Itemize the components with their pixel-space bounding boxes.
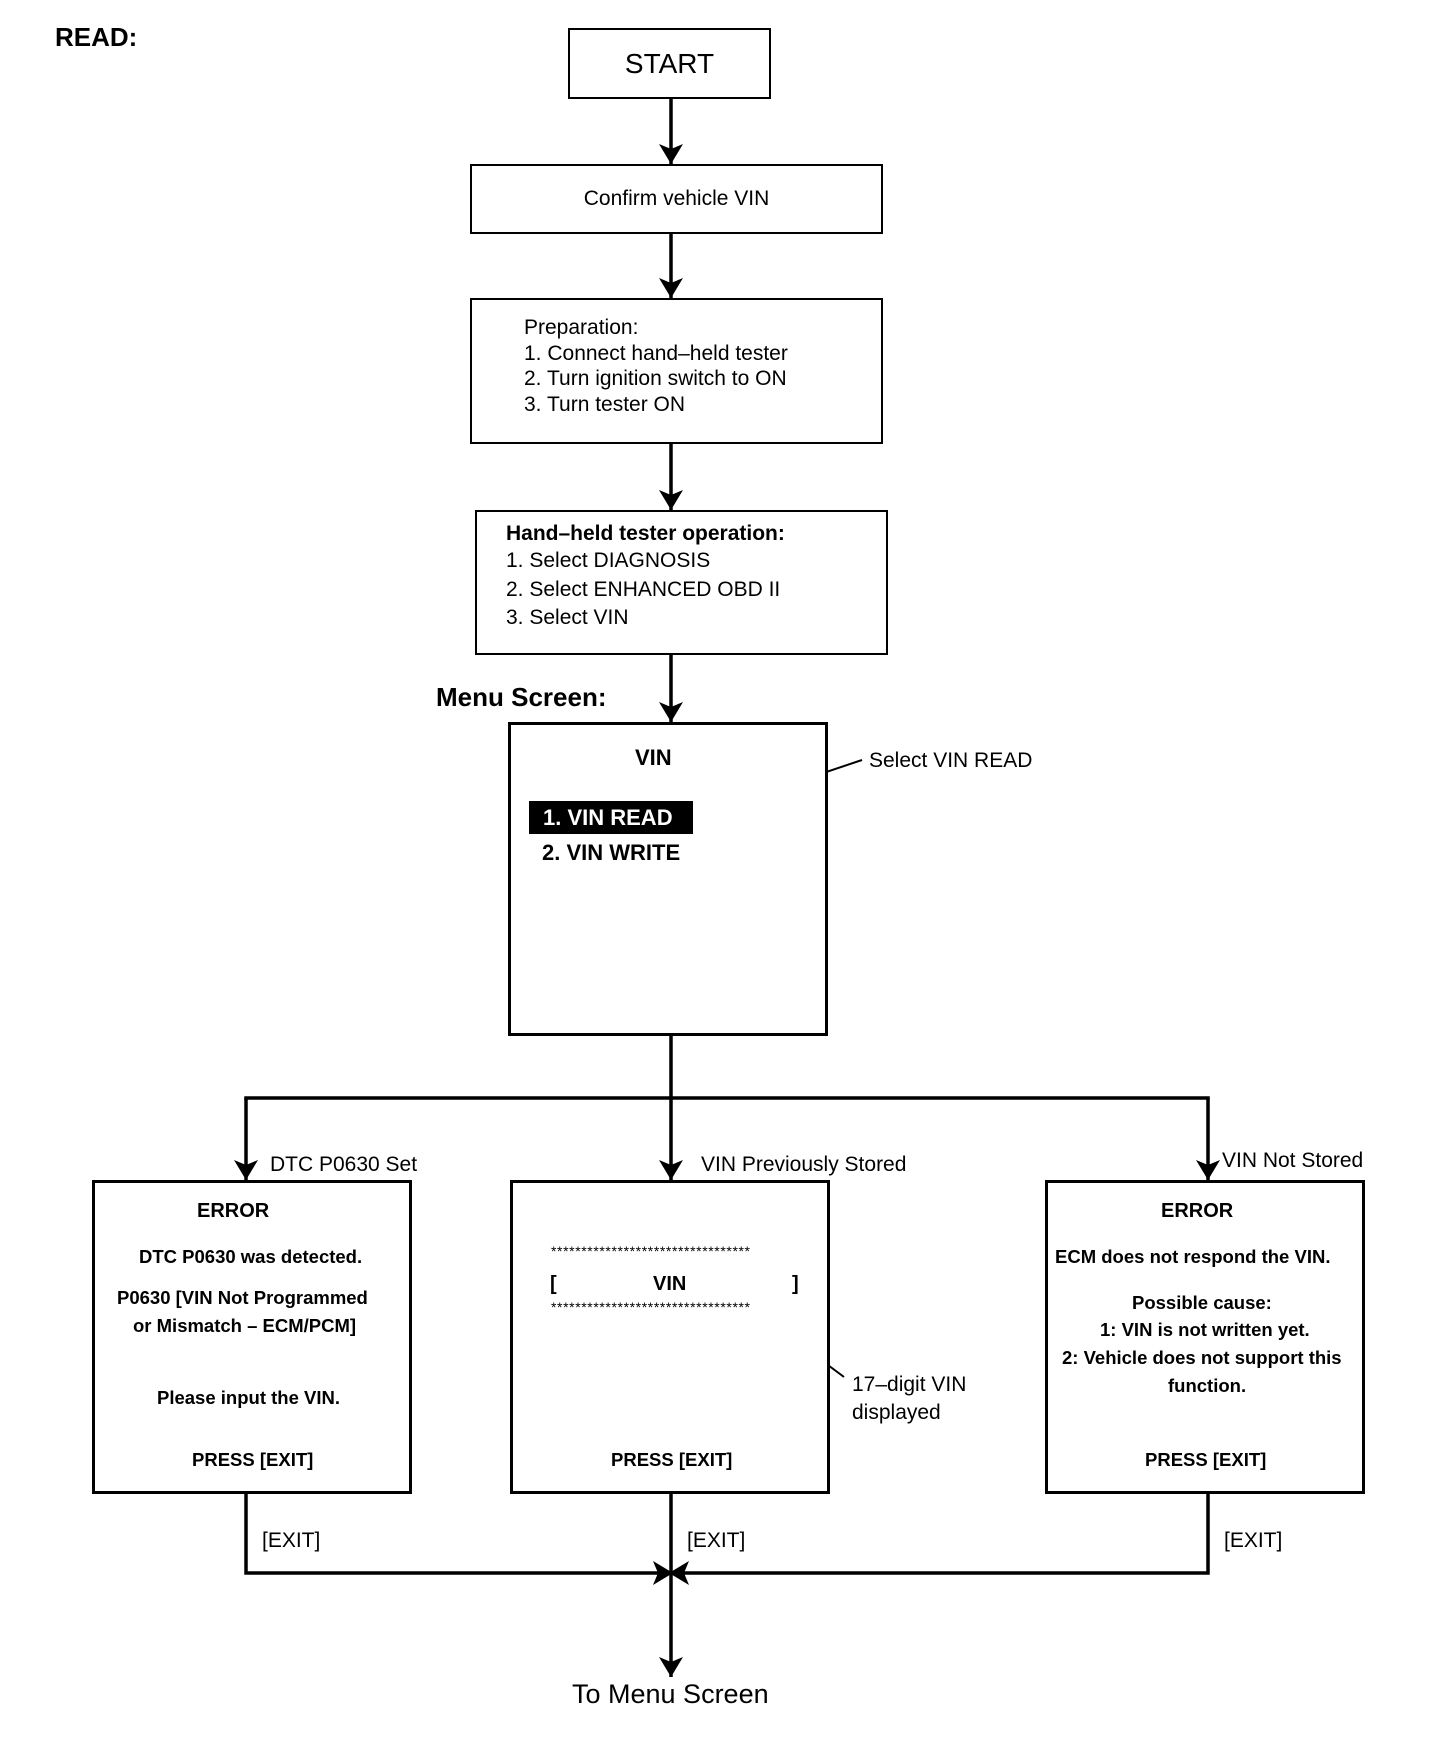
tester-operation-step: 3. Select VIN	[506, 606, 629, 629]
confirm-vin-text: Confirm vehicle VIN	[583, 187, 770, 210]
error-line: or Mismatch – ECM/PCM]	[133, 1315, 357, 1336]
menu-item-vin-write[interactable]: 2. VIN WRITE	[542, 840, 681, 865]
error-line: Please input the VIN.	[157, 1387, 340, 1408]
confirm-vin-box: Confirm vehicle VIN	[470, 164, 883, 234]
error-line: function.	[1168, 1375, 1247, 1396]
error-line: ECM does not respond the VIN.	[1055, 1246, 1331, 1267]
preparation-step: 1. Connect hand–held tester	[524, 342, 788, 365]
error-line: Possible cause:	[1132, 1292, 1272, 1313]
vin-bracket-close: ]	[792, 1273, 799, 1295]
start-text: START	[624, 48, 715, 79]
vin-placeholder: VIN	[653, 1273, 687, 1295]
tester-operation-title: Hand–held tester operation:	[506, 522, 785, 545]
preparation-title: Preparation:	[524, 316, 639, 339]
exit-label-middle: [EXIT]	[687, 1529, 746, 1552]
exit-label-right: [EXIT]	[1224, 1529, 1283, 1552]
vin-stars-top: *********************************	[551, 1243, 751, 1259]
read-label: READ:	[55, 22, 138, 52]
tester-operation-step: 1. Select DIAGNOSIS	[506, 549, 711, 572]
error-p0630-box: ERROR DTC P0630 was detected. P0630 [VIN…	[92, 1180, 412, 1494]
branch-horizontal	[244, 1096, 1210, 1100]
branch-label-vin-previously-stored: VIN Previously Stored	[701, 1153, 907, 1176]
error-title: ERROR	[1161, 1200, 1234, 1222]
press-exit-text: PRESS [EXIT]	[192, 1449, 314, 1470]
exit-label-left: [EXIT]	[262, 1529, 321, 1552]
error-line: 1: VIN is not written yet.	[1100, 1319, 1310, 1340]
error-line: 2: Vehicle does not support this	[1062, 1347, 1342, 1368]
vin-callout-line1: 17–digit VIN	[852, 1373, 967, 1396]
error-not-stored-box: ERROR ECM does not respond the VIN. Poss…	[1045, 1180, 1365, 1494]
vin-stars-bottom: *********************************	[551, 1299, 751, 1315]
exit-right-line	[669, 1494, 1210, 1585]
menu-item-vin-read[interactable]: 1. VIN READ	[529, 801, 693, 834]
preparation-step: 2. Turn ignition switch to ON	[524, 367, 787, 390]
vin-bracket-open: [	[550, 1273, 557, 1295]
select-vin-read-callout: Select VIN READ	[869, 749, 1033, 772]
error-title: ERROR	[197, 1200, 270, 1222]
menu-screen-title: VIN	[635, 745, 672, 770]
press-exit-text: PRESS [EXIT]	[611, 1449, 733, 1470]
error-line: P0630 [VIN Not Programmed	[117, 1287, 368, 1308]
vin-display-box: ********************************* [ VIN …	[510, 1180, 830, 1494]
error-line: DTC P0630 was detected.	[139, 1246, 363, 1267]
press-exit-text: PRESS [EXIT]	[1145, 1449, 1267, 1470]
preparation-step: 3. Turn tester ON	[524, 393, 686, 416]
preparation-box: Preparation: 1. Connect hand–held tester…	[470, 298, 883, 444]
menu-screen-label: Menu Screen:	[436, 682, 607, 712]
to-menu-screen-label: To Menu Screen	[572, 1679, 769, 1709]
branch-label-vin-not-stored: VIN Not Stored	[1222, 1149, 1364, 1172]
tester-operation-box: Hand–held tester operation: 1. Select DI…	[475, 510, 888, 655]
exit-left-line	[244, 1494, 673, 1585]
vin-callout-line2: displayed	[852, 1401, 941, 1424]
menu-screen-box: VIN	[508, 722, 828, 1036]
start-box: START	[568, 28, 771, 99]
tester-operation-step: 2. Select ENHANCED OBD II	[506, 578, 781, 601]
branch-label-dtc-p0630: DTC P0630 Set	[270, 1153, 418, 1176]
